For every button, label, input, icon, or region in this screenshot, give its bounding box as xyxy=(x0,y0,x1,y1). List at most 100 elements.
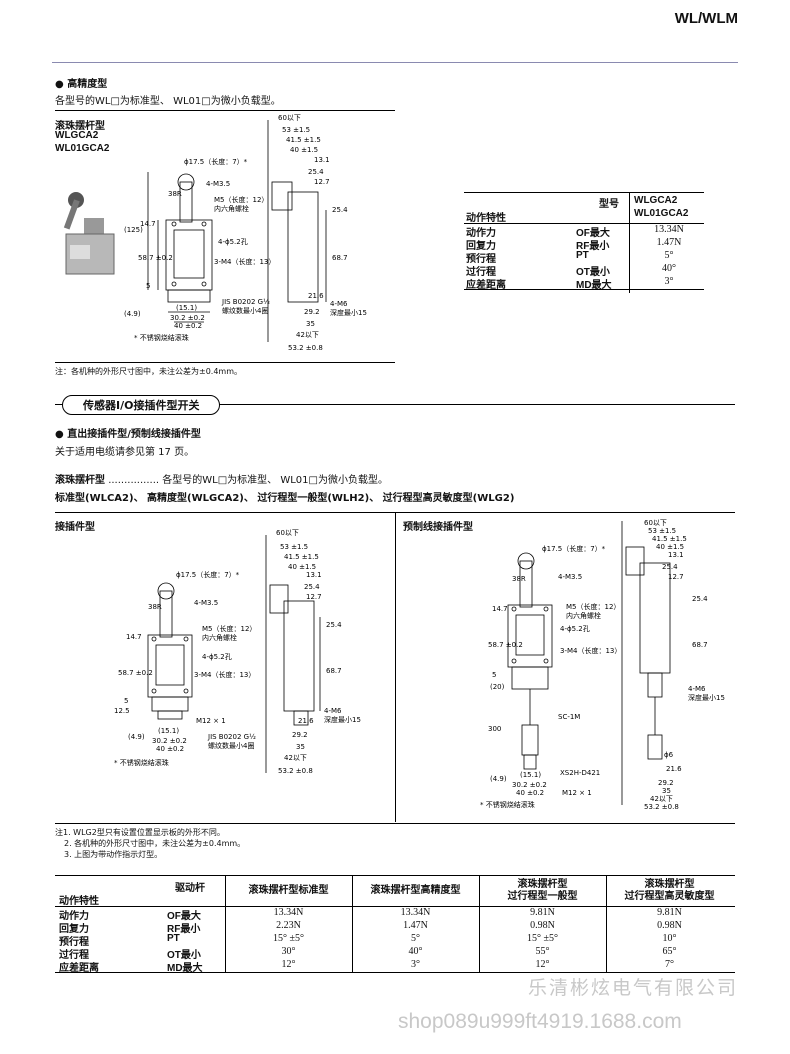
dim3-hex: 内六角螺栓 xyxy=(566,611,601,620)
dimension-drawing-prewired: 60以下 53 ±1.5 41.5 ±1.5 40 ±1.5 13.1 25.4… xyxy=(480,519,725,811)
note-1: 注1. WLG2型只有设置位置显示板的外形不同。 xyxy=(55,828,225,837)
dim-phi: ϕ17.5（长度：7）* xyxy=(184,157,248,166)
dim-53-2: 53.2 ±0.8 xyxy=(288,344,323,352)
table2-cell: 65° xyxy=(662,946,677,957)
dim-jis1: JIS B0202 G½ xyxy=(221,298,270,306)
dim-42: 42以下 xyxy=(296,331,319,339)
dim-14-7: 14.7 xyxy=(140,220,156,228)
dim-25-4: 25.4 xyxy=(308,168,324,176)
dim2-4-9: (4.9) xyxy=(128,733,145,741)
dim2-25-4: 25.4 xyxy=(304,583,320,591)
pill-rule xyxy=(55,404,735,405)
table2-cell: 30° xyxy=(281,946,296,957)
dim-40: 40 ±1.5 xyxy=(290,146,318,154)
section1-note: 注：各机种的外形尺寸图中，未注公差为±0.4mm。 xyxy=(55,367,243,376)
model-name-2: WL01GCA2 xyxy=(55,143,110,154)
dim2-21-6: 21.6 xyxy=(298,717,314,725)
model-title: 滚珠摆杆型 xyxy=(55,121,105,132)
dim2-m6: 4-M6 xyxy=(324,707,342,715)
table2-row-name: 回复力 xyxy=(59,924,89,935)
dim-jis2: 螺纹数最小4圈 xyxy=(222,306,268,315)
table2-cell: 3° xyxy=(411,959,420,970)
dim-hole: 4-ϕ5.2孔 xyxy=(218,238,248,246)
dim2-jis1: JIS B0202 G½ xyxy=(207,733,256,741)
dim2-15-1: (15.1) xyxy=(158,727,179,735)
dim3-30-2: 30.2 ±0.2 xyxy=(512,781,547,789)
dim2-m5: M5（长度：12） xyxy=(202,624,256,633)
dim-38r: 38R xyxy=(168,190,182,198)
header-divider xyxy=(52,62,738,63)
table1-row-value: 3° xyxy=(664,276,674,287)
section-heading-precision: ● 高精度型 xyxy=(55,79,108,90)
dim-hex: 内六角螺栓 xyxy=(214,204,249,213)
dim-13-1: 13.1 xyxy=(314,156,330,164)
dim2-stain: * 不锈钢烧结滚珠 xyxy=(114,758,169,767)
model-line-title: 滚珠摆杆型 xyxy=(55,475,105,486)
dim-stain: * 不锈钢烧结滚珠 xyxy=(134,333,189,342)
cable-ref: 关于适用电缆请参见第 17 页。 xyxy=(55,447,195,458)
dim3-xs2h: XS2H-D421 xyxy=(560,769,600,777)
dim-68-7: 68.7 xyxy=(332,254,348,262)
table2-row-code: MD最大 xyxy=(167,963,203,974)
dim3-12-7: 12.7 xyxy=(668,573,684,581)
dim-53: 53 ±1.5 xyxy=(282,126,310,134)
dim3-41-5: 41.5 ±1.5 xyxy=(652,535,687,543)
table1-row-name: 过行程 xyxy=(466,267,496,278)
dim2-25-4b: 25.4 xyxy=(326,621,342,629)
section-rule xyxy=(55,110,395,111)
dim2-14-7: 14.7 xyxy=(126,633,142,641)
table2-cell: 2.23N xyxy=(276,920,301,931)
dim2-68-7: 68.7 xyxy=(326,667,342,675)
dim-35: 35 xyxy=(306,320,315,328)
dim3-300: 300 xyxy=(488,725,501,733)
dim3-m6: 4-M6 xyxy=(688,685,706,693)
table2-cell: 9.81N xyxy=(657,907,682,918)
dim3-phi6: ϕ6 xyxy=(664,751,674,759)
table1-row-name: 回复力 xyxy=(466,241,496,252)
dim2-40: 40 ±1.5 xyxy=(288,563,316,571)
section-pill-sensor-io: 传感器I/O接插件型开关 xyxy=(62,395,221,415)
table1-col-model: 型号 xyxy=(599,199,619,210)
table1-row-code: MD最大 xyxy=(576,280,612,291)
dim2-35: 35 xyxy=(296,743,305,751)
dim2-m3-5: 4-M3.5 xyxy=(194,599,218,607)
dim3-25-4: 25.4 xyxy=(662,563,678,571)
dim3-53-2: 53.2 ±0.8 xyxy=(644,803,679,811)
table2-header-col: 滚珠摆杆型 过行程型一般型 xyxy=(507,879,578,902)
dim3-sc1m: SC-1M xyxy=(558,713,580,721)
table2-cell: 15° ±5° xyxy=(527,933,558,944)
dim-15-1: (15.1) xyxy=(176,304,197,312)
dim-4-9: (4.9) xyxy=(124,310,141,318)
table2-row-name: 预行程 xyxy=(59,937,89,948)
dim-40b: 40 ±0.2 xyxy=(174,322,202,330)
section2-notes: 注1. WLG2型只有设置位置显示板的外形不同。 2. 各机种的外形尺寸图中，未… xyxy=(55,827,245,860)
dim2-hex: 内六角螺栓 xyxy=(202,633,237,642)
dim3-42: 42以下 xyxy=(650,795,673,803)
dim3-20: (20) xyxy=(490,683,505,691)
dim3-phi: ϕ17.5（长度：7）* xyxy=(542,544,606,553)
spec-table-2: 驱动杆 动作特性 滚珠摆杆型标准型滚珠摆杆型高精度型滚珠摆杆型 过行程型一般型滚… xyxy=(55,875,735,974)
product-photo xyxy=(63,192,115,275)
table2-cell: 0.98N xyxy=(657,920,682,931)
dim-m6: 4-M6 xyxy=(330,300,348,308)
dim-41-5: 41.5 ±1.5 xyxy=(286,136,321,144)
table2-header-col: 滚珠摆杆型标准型 xyxy=(248,885,329,896)
dim3-40b: 40 ±0.2 xyxy=(516,789,544,797)
dim-21-6: 21.6 xyxy=(308,292,324,300)
table2-row-code: OF最大 xyxy=(167,911,201,922)
dim3-15-1: (15.1) xyxy=(520,771,541,779)
table1-row-value: 13.34N xyxy=(654,224,684,235)
dim3-4-9: (4.9) xyxy=(490,775,507,783)
dim2-29-2: 29.2 xyxy=(292,731,308,739)
dim2-m12: M12 × 1 xyxy=(196,717,226,725)
types-line: 标准型(WLCA2)、 高精度型(WLGCA2)、 过行程型一般型(WLH2)、… xyxy=(55,493,515,504)
dim3-hole: 4-ϕ5.2孔 xyxy=(560,625,590,633)
table1-row-name: 预行程 xyxy=(466,254,496,265)
dim-m5: M5（长度：12） xyxy=(214,195,268,204)
table2-row-name: 过行程 xyxy=(59,950,89,961)
